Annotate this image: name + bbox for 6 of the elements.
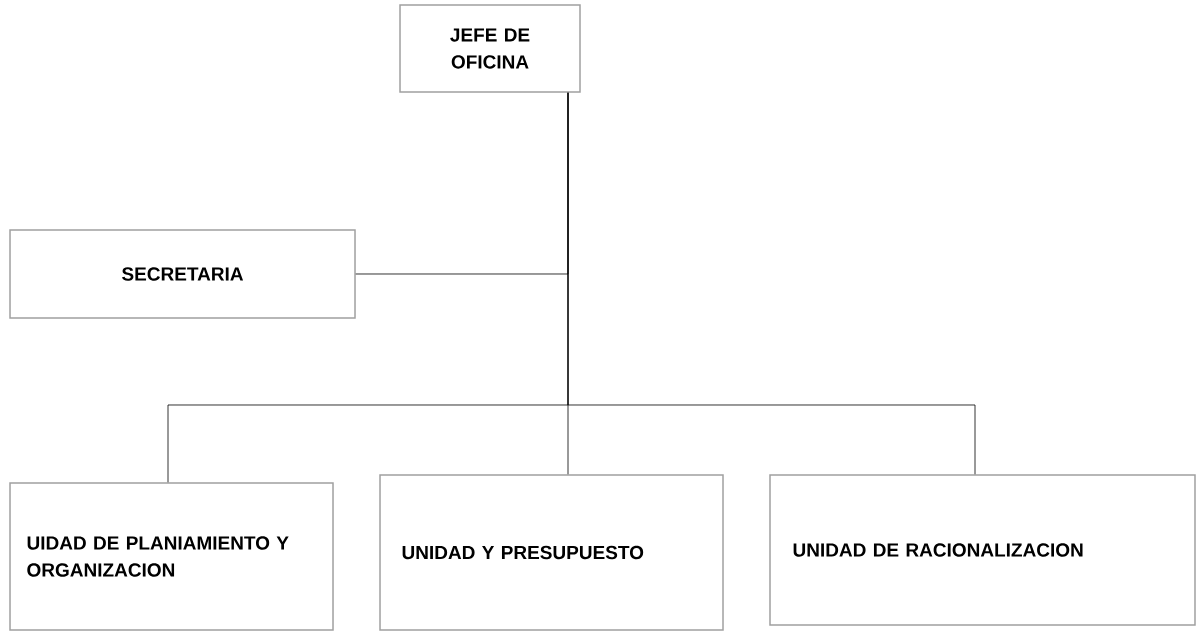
org-box: UIDAD DE PLANIAMIENTO Y ORGANIZACION: [9, 482, 334, 631]
org-box: JEFE DE OFICINA: [399, 4, 581, 93]
org-box: UNIDAD Y PRESUPUESTO: [379, 474, 724, 631]
org-box: UNIDAD DE RACIONALIZACION: [769, 474, 1196, 626]
connector-line: [567, 92, 976, 475]
org-box: SECRETARIA: [9, 229, 356, 319]
